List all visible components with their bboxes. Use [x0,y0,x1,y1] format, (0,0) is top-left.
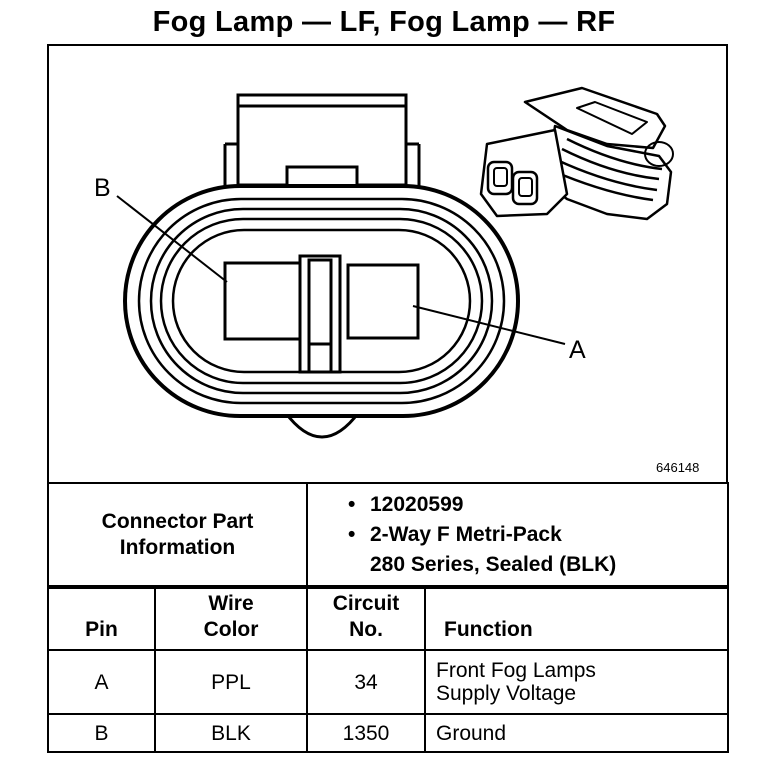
page-title: Fog Lamp — LF, Fog Lamp — RF [152,6,616,38]
connector-part-label: Connector Part Information [47,482,308,587]
terminal-a-cavity [346,263,420,340]
connector-isometric-sketch [479,86,674,221]
part-number: 12020599 [370,492,464,516]
pin-a-callout: A [569,336,586,364]
connector-description-2: 280 Series, Sealed (BLK) [370,552,617,576]
connector-info-table: Connector Part Information • 12020599 • 2-… [47,482,729,587]
connector-lock-tab [223,93,421,189]
bullet-icon: • [348,492,356,516]
row-wire-color: BLK [154,713,308,753]
diagram-frame [47,44,728,482]
row-circuit: 1350 [306,713,426,753]
terminal-b-cavity [223,261,302,341]
row-pin: B [47,713,156,753]
connector-center-key [298,254,342,374]
pin-b-callout: B [94,174,111,202]
connector-bottom-latch [283,411,361,439]
bullet-icon: • [348,522,356,546]
connector-description-1: 2-Way F Metri-Pack [370,522,562,546]
row-wire-color: PPL [154,649,308,715]
row-circuit: 34 [306,649,426,715]
leader-line-a [412,305,566,345]
description-line-1: • 2-Way F Metri-Pack [348,522,727,548]
connector-part-label-text: Connector Part Information [101,509,254,559]
header-function: Function [424,587,729,651]
connector-diagram [116,86,674,439]
connector-part-values: • 12020599 • 2-Way F Metri-Pack 280 Series… [306,482,729,587]
header-pin: Pin [47,587,156,651]
row-pin: A [47,649,156,715]
table-row: B BLK 1350 Ground [47,713,729,753]
part-number-line: • 12020599 [348,492,727,518]
figure-id: 646148 [656,460,700,475]
row-function: Ground [424,713,729,753]
leader-line-b [116,195,228,283]
